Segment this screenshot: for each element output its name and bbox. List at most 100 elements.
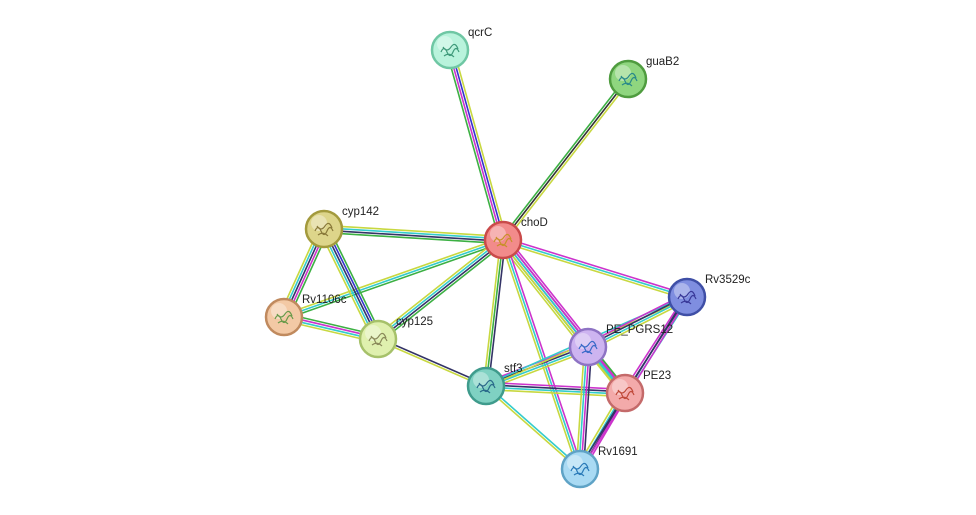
node-qcrC[interactable]: qcrC — [430, 27, 492, 70]
edge-evidence-line — [445, 50, 501, 242]
edge-evidence-line — [485, 239, 504, 387]
node-label: guaB2 — [646, 56, 679, 68]
node-label: PE23 — [643, 370, 671, 382]
edge-evidence-line — [377, 339, 486, 388]
edge-evidence-line — [486, 384, 626, 393]
node-highlight — [674, 283, 690, 299]
node-stf3[interactable]: stf3 — [466, 363, 523, 406]
edge-choD-cyp125[interactable] — [375, 236, 506, 343]
edge-evidence-line — [500, 77, 627, 240]
edge-evidence-line — [324, 224, 504, 238]
edge-evidence-line — [504, 238, 584, 469]
protein-structure-icon — [615, 386, 635, 401]
node-choD[interactable]: choD — [483, 217, 548, 260]
node-label: Rv3529c — [705, 274, 751, 286]
node-circle[interactable] — [605, 373, 645, 413]
edge-cyp142-cyp125[interactable] — [318, 226, 384, 342]
edge-evidence-line — [321, 229, 377, 341]
node-circle[interactable] — [608, 59, 648, 99]
edge-evidence-line — [499, 240, 579, 471]
node-label: stf3 — [504, 363, 523, 375]
node-cyp125[interactable]: cyp125 — [358, 316, 433, 359]
edge-evidence-line — [485, 386, 625, 395]
node-highlight — [490, 226, 506, 242]
edge-choD-qcrC[interactable] — [445, 48, 508, 242]
protein-structure-icon — [368, 332, 388, 347]
edge-evidence-line — [502, 239, 688, 298]
edge-evidence-line — [502, 239, 626, 394]
edge-evidence-line — [582, 347, 593, 470]
protein-structure-icon — [314, 222, 334, 237]
edge-evidence-line — [506, 236, 593, 345]
edge-evidence-line — [282, 236, 503, 316]
edge-evidence-line — [323, 229, 503, 242]
edge-cyp125-stf3[interactable] — [377, 337, 487, 388]
node-PE_PGRS12[interactable]: PE_PGRS12 — [568, 324, 673, 367]
edge-choD-guaB2[interactable] — [500, 77, 631, 242]
edge-evidence-line — [503, 236, 688, 296]
node-highlight — [365, 325, 381, 341]
edge-evidence-line — [482, 239, 502, 386]
edge-evidence-line — [484, 386, 580, 471]
edge-evidence-line — [375, 236, 502, 337]
node-label: qcrC — [468, 27, 492, 39]
node-label: cyp142 — [342, 206, 379, 218]
edge-evidence-line — [575, 346, 586, 469]
edge-evidence-line — [376, 238, 503, 339]
edge-evidence-line — [323, 231, 503, 245]
protein-structure-icon — [570, 462, 590, 477]
edge-evidence-line — [324, 227, 504, 240]
edge-evidence-line — [487, 240, 507, 387]
node-highlight — [612, 379, 628, 395]
edge-evidence-line — [325, 227, 381, 339]
edge-evidence-line — [452, 48, 508, 240]
node-circle[interactable] — [358, 319, 398, 359]
protein-structure-icon — [440, 43, 460, 58]
protein-structure-icon — [677, 290, 697, 305]
node-circle[interactable] — [667, 277, 707, 317]
node-Rv1106c[interactable]: Rv1106c — [264, 294, 347, 337]
edge-choD-PE23[interactable] — [500, 238, 628, 395]
edge-choD-stf3[interactable] — [482, 239, 507, 387]
node-highlight — [271, 303, 287, 319]
node-cyp142[interactable]: cyp142 — [304, 206, 379, 249]
edge-choD-cyp142[interactable] — [323, 224, 504, 245]
edge-evidence-line — [502, 239, 581, 470]
node-circle[interactable] — [568, 327, 608, 367]
node-circle[interactable] — [430, 30, 470, 70]
edge-evidence-line — [485, 388, 625, 398]
edge-evidence-line — [379, 242, 506, 343]
node-circle[interactable] — [483, 220, 523, 260]
node-label: choD — [521, 217, 548, 229]
edge-evidence-line — [283, 239, 504, 318]
edge-stf3-Rv1691[interactable] — [484, 384, 582, 471]
edge-evidence-line — [498, 242, 585, 351]
edge-evidence-line — [448, 50, 503, 241]
edge-evidence-line — [327, 226, 384, 338]
node-circle[interactable] — [560, 449, 600, 489]
edge-choD-Rv3529c[interactable] — [502, 236, 688, 301]
edge-choD-Rv1691[interactable] — [499, 238, 584, 471]
protein-structure-icon — [274, 310, 294, 325]
edge-stf3-PE23[interactable] — [485, 381, 626, 398]
edge-evidence-line — [284, 241, 505, 321]
edge-choD-Rv1106c[interactable] — [282, 236, 505, 321]
node-circle[interactable] — [264, 297, 304, 337]
node-PE23[interactable]: PE23 — [605, 370, 671, 413]
edge-evidence-line — [378, 337, 487, 386]
node-label: PE_PGRS12 — [606, 324, 673, 336]
node-Rv3529c[interactable]: Rv3529c — [667, 274, 751, 317]
node-label: Rv1691 — [598, 446, 638, 458]
node-guaB2[interactable]: guaB2 — [608, 56, 679, 99]
node-Rv1691[interactable]: Rv1691 — [560, 446, 638, 489]
node-highlight — [575, 333, 591, 349]
edge-evidence-line — [502, 241, 687, 301]
edge-PE_PGRS12-Rv1691[interactable] — [575, 346, 593, 470]
node-circle[interactable] — [466, 366, 506, 406]
node-circle[interactable] — [304, 209, 344, 249]
edge-evidence-line — [502, 78, 629, 241]
edge-evidence-line — [486, 381, 626, 391]
edge-evidence-line — [580, 347, 590, 470]
edge-evidence-line — [578, 346, 588, 469]
